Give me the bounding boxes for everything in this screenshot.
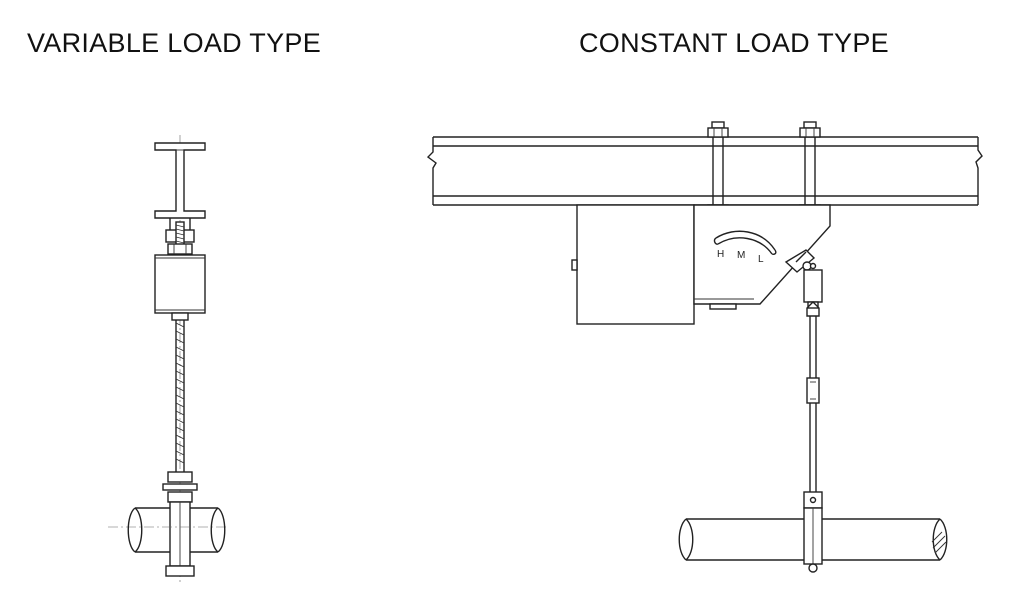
load-scale: H M L	[713, 230, 777, 265]
spring-can	[154, 254, 206, 321]
pipe-clamp-constant	[803, 491, 823, 573]
scale-mark-l: L	[758, 254, 764, 265]
mounting-bolt-left	[707, 121, 729, 215]
link-block	[803, 269, 823, 317]
hanger-rod	[175, 320, 185, 472]
spring-housing	[571, 204, 695, 325]
mounting-bolt-right	[799, 121, 821, 215]
scale-mark-m: M	[737, 250, 745, 261]
support-beam	[426, 136, 983, 206]
load-pointer	[784, 249, 817, 273]
pipe-section-constant	[678, 518, 948, 561]
i-beam-section	[154, 142, 206, 219]
pipe-section	[108, 507, 228, 553]
variable-load-type-title: VARIABLE LOAD TYPE	[27, 28, 322, 58]
pipe-clamp	[162, 471, 198, 577]
variable-load-hanger	[108, 135, 228, 585]
scale-mark-h: H	[717, 249, 724, 260]
beam-attachment	[165, 218, 195, 255]
constant-load-hanger: H M L	[426, 121, 983, 573]
hanger-rod-constant	[806, 316, 820, 492]
constant-load-type-title: CONSTANT LOAD TYPE	[579, 28, 889, 58]
